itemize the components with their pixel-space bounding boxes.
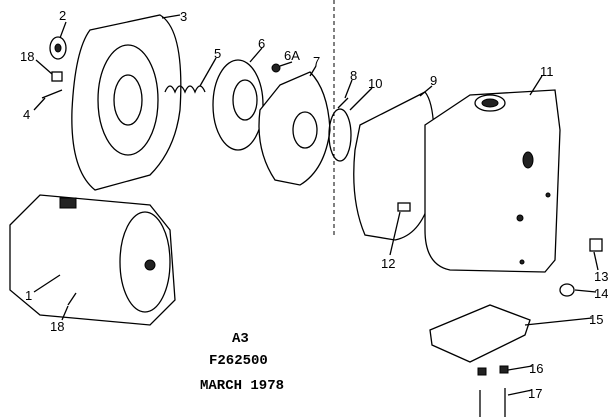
callout-2: 2 — [59, 8, 66, 23]
callout-6: 6 — [258, 36, 265, 51]
leader-lines — [33, 14, 599, 396]
callout-7: 7 — [313, 54, 320, 69]
part-8-bolt — [337, 97, 349, 109]
callout-18-top: 18 — [20, 49, 34, 64]
part-4-screw — [41, 89, 63, 99]
callout-6a: 6A — [284, 48, 300, 63]
callout-11: 11 — [540, 64, 554, 79]
sheet-label: A3 — [232, 331, 249, 347]
callout-17: 17 — [528, 386, 542, 401]
part-6a-nut — [271, 63, 281, 73]
callout-1: 1 — [25, 288, 32, 303]
part-15-bracket — [429, 304, 531, 363]
part-7-seal-plate — [258, 71, 331, 186]
callout-5: 5 — [214, 46, 221, 61]
part-6-impeller — [212, 59, 264, 151]
part-12-fitting — [397, 202, 411, 212]
part-5-spring — [164, 85, 206, 94]
part-18-screw — [67, 292, 77, 306]
date-label: MARCH 1978 — [200, 378, 284, 394]
part-10-ring — [328, 108, 352, 162]
callout-18-bottom: 18 — [50, 319, 64, 334]
part-16-nut — [477, 365, 509, 376]
part-17-bolt — [479, 388, 506, 417]
part-11-pump-body — [424, 89, 561, 273]
part-13-plug — [589, 238, 603, 252]
callout-10: 10 — [368, 76, 382, 91]
part-1-motor — [9, 194, 176, 326]
callout-4: 4 — [23, 107, 30, 122]
callout-14: 14 — [594, 286, 608, 301]
part-3-flange — [71, 14, 182, 191]
callout-12: 12 — [381, 256, 395, 271]
callout-13: 13 — [594, 269, 608, 284]
part-18-plug — [51, 71, 63, 82]
callout-15: 15 — [589, 312, 603, 327]
part-9-gasket — [353, 91, 435, 241]
callout-9: 9 — [430, 73, 437, 88]
callout-3: 3 — [180, 9, 187, 24]
callout-8: 8 — [350, 68, 357, 83]
part-14-drain — [559, 283, 575, 297]
callout-16: 16 — [529, 361, 543, 376]
part-2-seal — [49, 36, 67, 60]
part-number-label: F262500 — [209, 353, 268, 369]
